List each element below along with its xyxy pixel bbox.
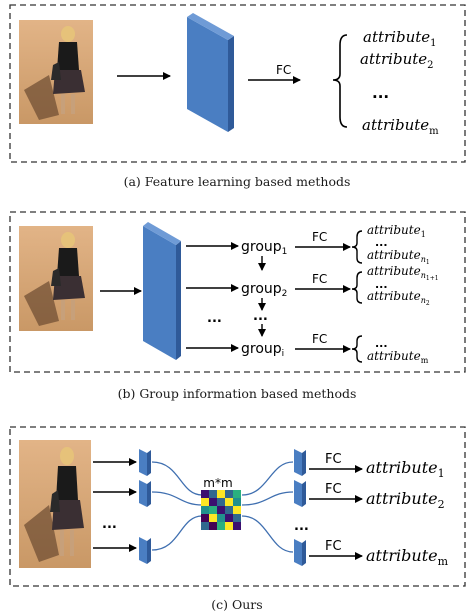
attribute-ellipsis: ... (372, 84, 389, 102)
pedestrian-image (19, 440, 91, 568)
attribute-n1-plus-1: attributen1+1 (367, 264, 439, 282)
output-ellipsis: ... (294, 519, 309, 534)
panel-c-border (9, 426, 466, 587)
attribute-n1: attributen1 (367, 248, 430, 266)
attribute-1: attribute1 (363, 28, 437, 49)
caption-b: (b) Group information based methods (118, 386, 357, 401)
feature-map-out-1 (294, 449, 306, 476)
attribute-ellipsis: ... (375, 337, 388, 350)
feature-map (187, 13, 234, 132)
brace-i (351, 335, 363, 363)
feature-map (143, 222, 181, 360)
pedestrian-image (19, 20, 93, 124)
panel-b: ... group1 group2 ... groupi FC FC FC at… (9, 211, 466, 373)
group-2: group2 (241, 281, 287, 299)
fc-label-m: FC (325, 539, 342, 554)
attribute-ellipsis: ... (375, 236, 388, 249)
attribute-2: attribute2 (366, 489, 445, 511)
connectors-out (241, 461, 294, 553)
fc-label-2: FC (312, 272, 327, 286)
feature-map-2 (139, 480, 151, 507)
panel-a-border (9, 4, 466, 163)
attribute-n2: attributen2 (367, 289, 430, 307)
matrix-label: m*m (203, 476, 232, 490)
connectors-in (151, 461, 203, 551)
attribute-1: attribute1 (367, 223, 426, 239)
fc-label-2: FC (325, 482, 342, 497)
attribute-2: attribute2 (360, 50, 434, 71)
group-i: groupi (241, 341, 284, 359)
group-ellipsis: ... (253, 309, 268, 324)
pedestrian-image (19, 226, 93, 331)
feature-map-m (139, 537, 151, 564)
fc-label-i: FC (312, 332, 327, 346)
panel-a: FC attribute1 attribute2 ... attributem (9, 4, 466, 163)
feature-map-out-m (294, 539, 306, 566)
panel-b-border (9, 211, 466, 373)
attribute-m: attributem (366, 546, 449, 568)
fc-label-1: FC (325, 452, 342, 467)
caption-c: (c) Ours (211, 597, 262, 612)
caption-a: (a) Feature learning based methods (124, 174, 351, 189)
feature-map-out-2 (294, 480, 306, 507)
input-ellipsis: ... (102, 517, 117, 532)
attribute-m: attributem (362, 116, 439, 137)
attribute-1: attribute1 (366, 458, 445, 480)
feature-map-1 (139, 449, 151, 476)
attribute-m: attributem (367, 349, 429, 365)
brace-1 (351, 230, 363, 264)
correlation-matrix (201, 490, 241, 530)
brace (332, 34, 348, 128)
panel-c: ... m*m (9, 426, 466, 587)
fc-label: FC (276, 63, 291, 77)
fc-label-1: FC (312, 230, 327, 244)
attribute-ellipsis: ... (375, 278, 388, 291)
brace-2 (351, 271, 363, 304)
feature-ellipsis: ... (207, 311, 222, 326)
group-1: group1 (241, 239, 287, 257)
